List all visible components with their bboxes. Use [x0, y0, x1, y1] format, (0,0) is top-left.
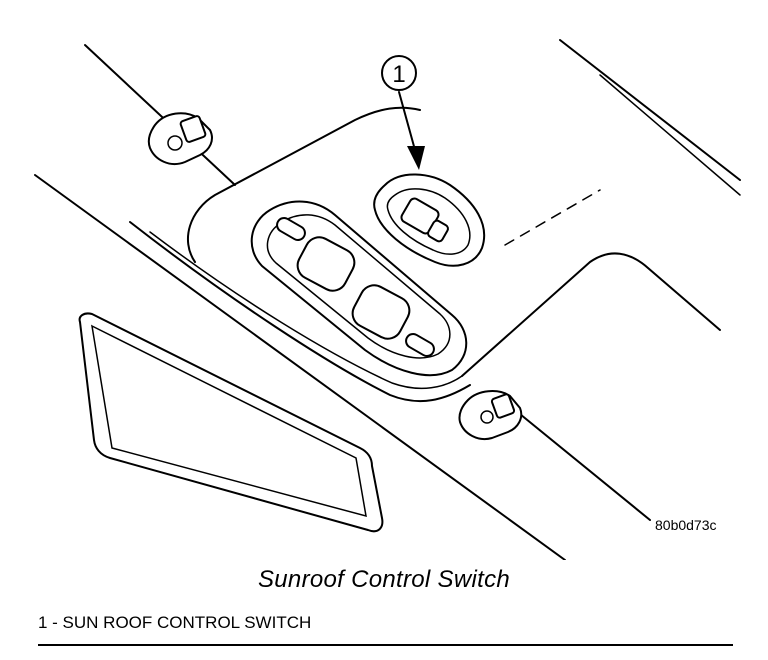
headliner-curve-outer: [129, 221, 471, 402]
callout-1: 1: [381, 55, 425, 170]
overhead-console: [250, 200, 468, 377]
sunroof-diagram: 1 80b0d73c: [34, 39, 741, 560]
legend-item-1: 1 - SUN ROOF CONTROL SWITCH: [38, 613, 312, 632]
visor-clip-lower: [458, 390, 523, 440]
console-housing-right: [461, 252, 721, 377]
figure-caption: Sunroof Control Switch: [257, 566, 511, 593]
headliner-curve-inner: [149, 231, 463, 390]
legend-divider: [38, 644, 733, 646]
callout-circle: [381, 55, 417, 91]
windshield-edge-lower: [34, 174, 566, 560]
headliner-edge-right: [514, 409, 651, 521]
console-housing-left: [186, 106, 421, 263]
visor-clip-upper: [147, 112, 213, 166]
roof-edge-right: [559, 39, 741, 181]
sunroof-control-switch: [373, 173, 486, 267]
windshield-edge-upper: [84, 44, 236, 186]
callout-arrowhead: [407, 146, 425, 170]
callout-number: 1: [392, 61, 405, 88]
roof-edge-right-inner: [599, 74, 741, 196]
figure-code: 80b0d73c: [655, 517, 717, 533]
console-housing-dash: [504, 189, 601, 246]
rear-view-mirror: [78, 312, 384, 533]
callout-leader: [398, 91, 416, 151]
